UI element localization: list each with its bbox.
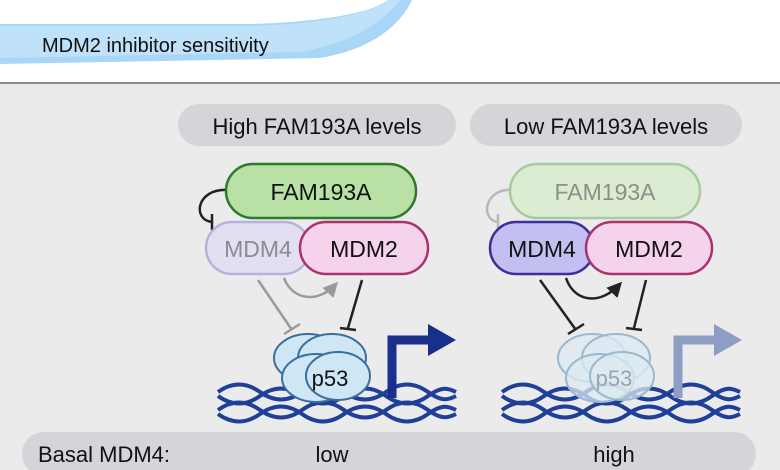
mdm4-inhibits-p53 [256,279,294,331]
p53-complex [273,333,371,403]
mdm4-to-mdm2-arrow [564,277,623,300]
panel-low-fam193a: Low FAM193A levels FAM193A MDM4 MDM2 [470,104,742,424]
basal-mdm4-value-low-fam193a: high [593,442,635,467]
basal-mdm4-row: Basal MDM4: low high [22,432,756,470]
mdm4-inhibits-p53 [538,279,578,331]
panel-high-fam193a: High FAM193A levels FAM193A MDM4 MDM2 [178,104,457,424]
fam193a-protein [224,162,418,220]
mdm2-inhibits-p53 [346,279,364,329]
fam193a-label: FAM193A [271,179,373,205]
p53-label: p53 [312,366,349,391]
mdm2-label: MDM2 [330,236,398,262]
fam193a-autoinhibition-loop [198,188,229,224]
transcription-arrow [673,335,716,398]
fam193a-protein [508,162,702,220]
mdm2-protein [298,220,430,276]
condition-pill [178,104,456,146]
basal-mdm4-label: Basal MDM4: [38,442,170,467]
basal-mdm4-value-high-fam193a: low [315,442,348,467]
header: MDM2 inhibitor sensitivity [0,0,780,84]
mdm4-to-mdm2-arrow [282,277,339,299]
mdm2-protein [584,220,714,276]
basal-mdm4-bar [22,432,756,470]
condition-label: Low FAM193A levels [504,114,708,139]
p53-complex [557,333,655,403]
condition-pill [470,104,742,146]
transcription-arrow [387,335,430,398]
fam193a-label: FAM193A [555,179,657,205]
condition-label: High FAM193A levels [212,114,421,139]
mdm4-label: MDM4 [224,236,292,262]
mdm2-inhibits-p53 [632,279,648,329]
p53-label: p53 [596,366,633,391]
mdm2-label: MDM2 [615,236,683,262]
fam193a-autoinhibition-loop [485,188,513,224]
mdm4-label: MDM4 [508,236,576,262]
header-title: MDM2 inhibitor sensitivity [42,35,269,57]
